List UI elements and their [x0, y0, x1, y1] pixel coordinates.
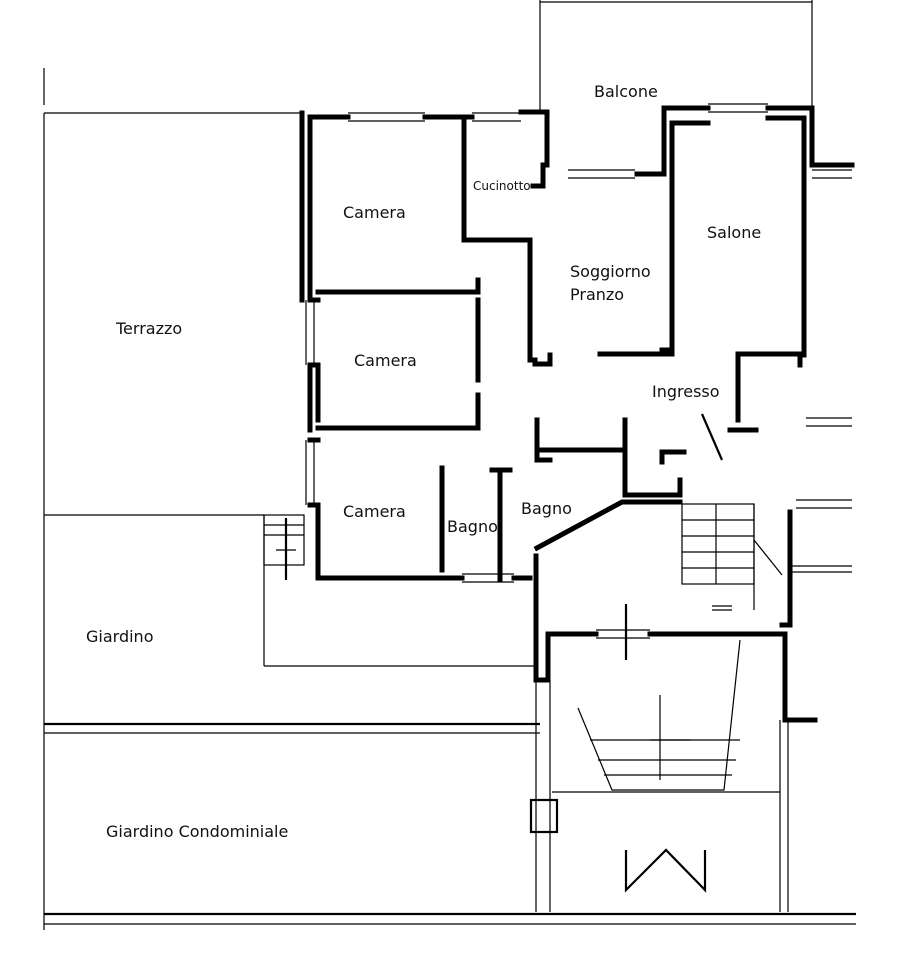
label-salone: Salone [707, 223, 761, 242]
staircase-upper [681, 503, 783, 611]
staircase-lower [552, 639, 780, 793]
garden-steps [263, 514, 305, 580]
walls [299, 103, 855, 723]
label-cucinotto: Cucinotto [473, 179, 531, 193]
label-soggiorno: Soggiorno [570, 262, 651, 281]
label-balcone: Balcone [594, 82, 658, 101]
label-bagno-1: Bagno [447, 517, 498, 536]
label-camera-3: Camera [343, 502, 406, 521]
property-boundaries [43, 0, 856, 930]
room-labels: Balcone Cucinotto Camera Salone Soggiorn… [86, 82, 761, 841]
label-camera-1: Camera [343, 203, 406, 222]
label-bagno-2: Bagno [521, 499, 572, 518]
gate-symbol [529, 798, 707, 893]
label-camera-2: Camera [354, 351, 417, 370]
label-giardino-condominiale: Giardino Condominiale [106, 822, 288, 841]
label-ingresso: Ingresso [652, 382, 720, 401]
label-pranzo: Pranzo [570, 285, 624, 304]
label-giardino: Giardino [86, 627, 153, 646]
label-terrazzo: Terrazzo [115, 319, 182, 338]
